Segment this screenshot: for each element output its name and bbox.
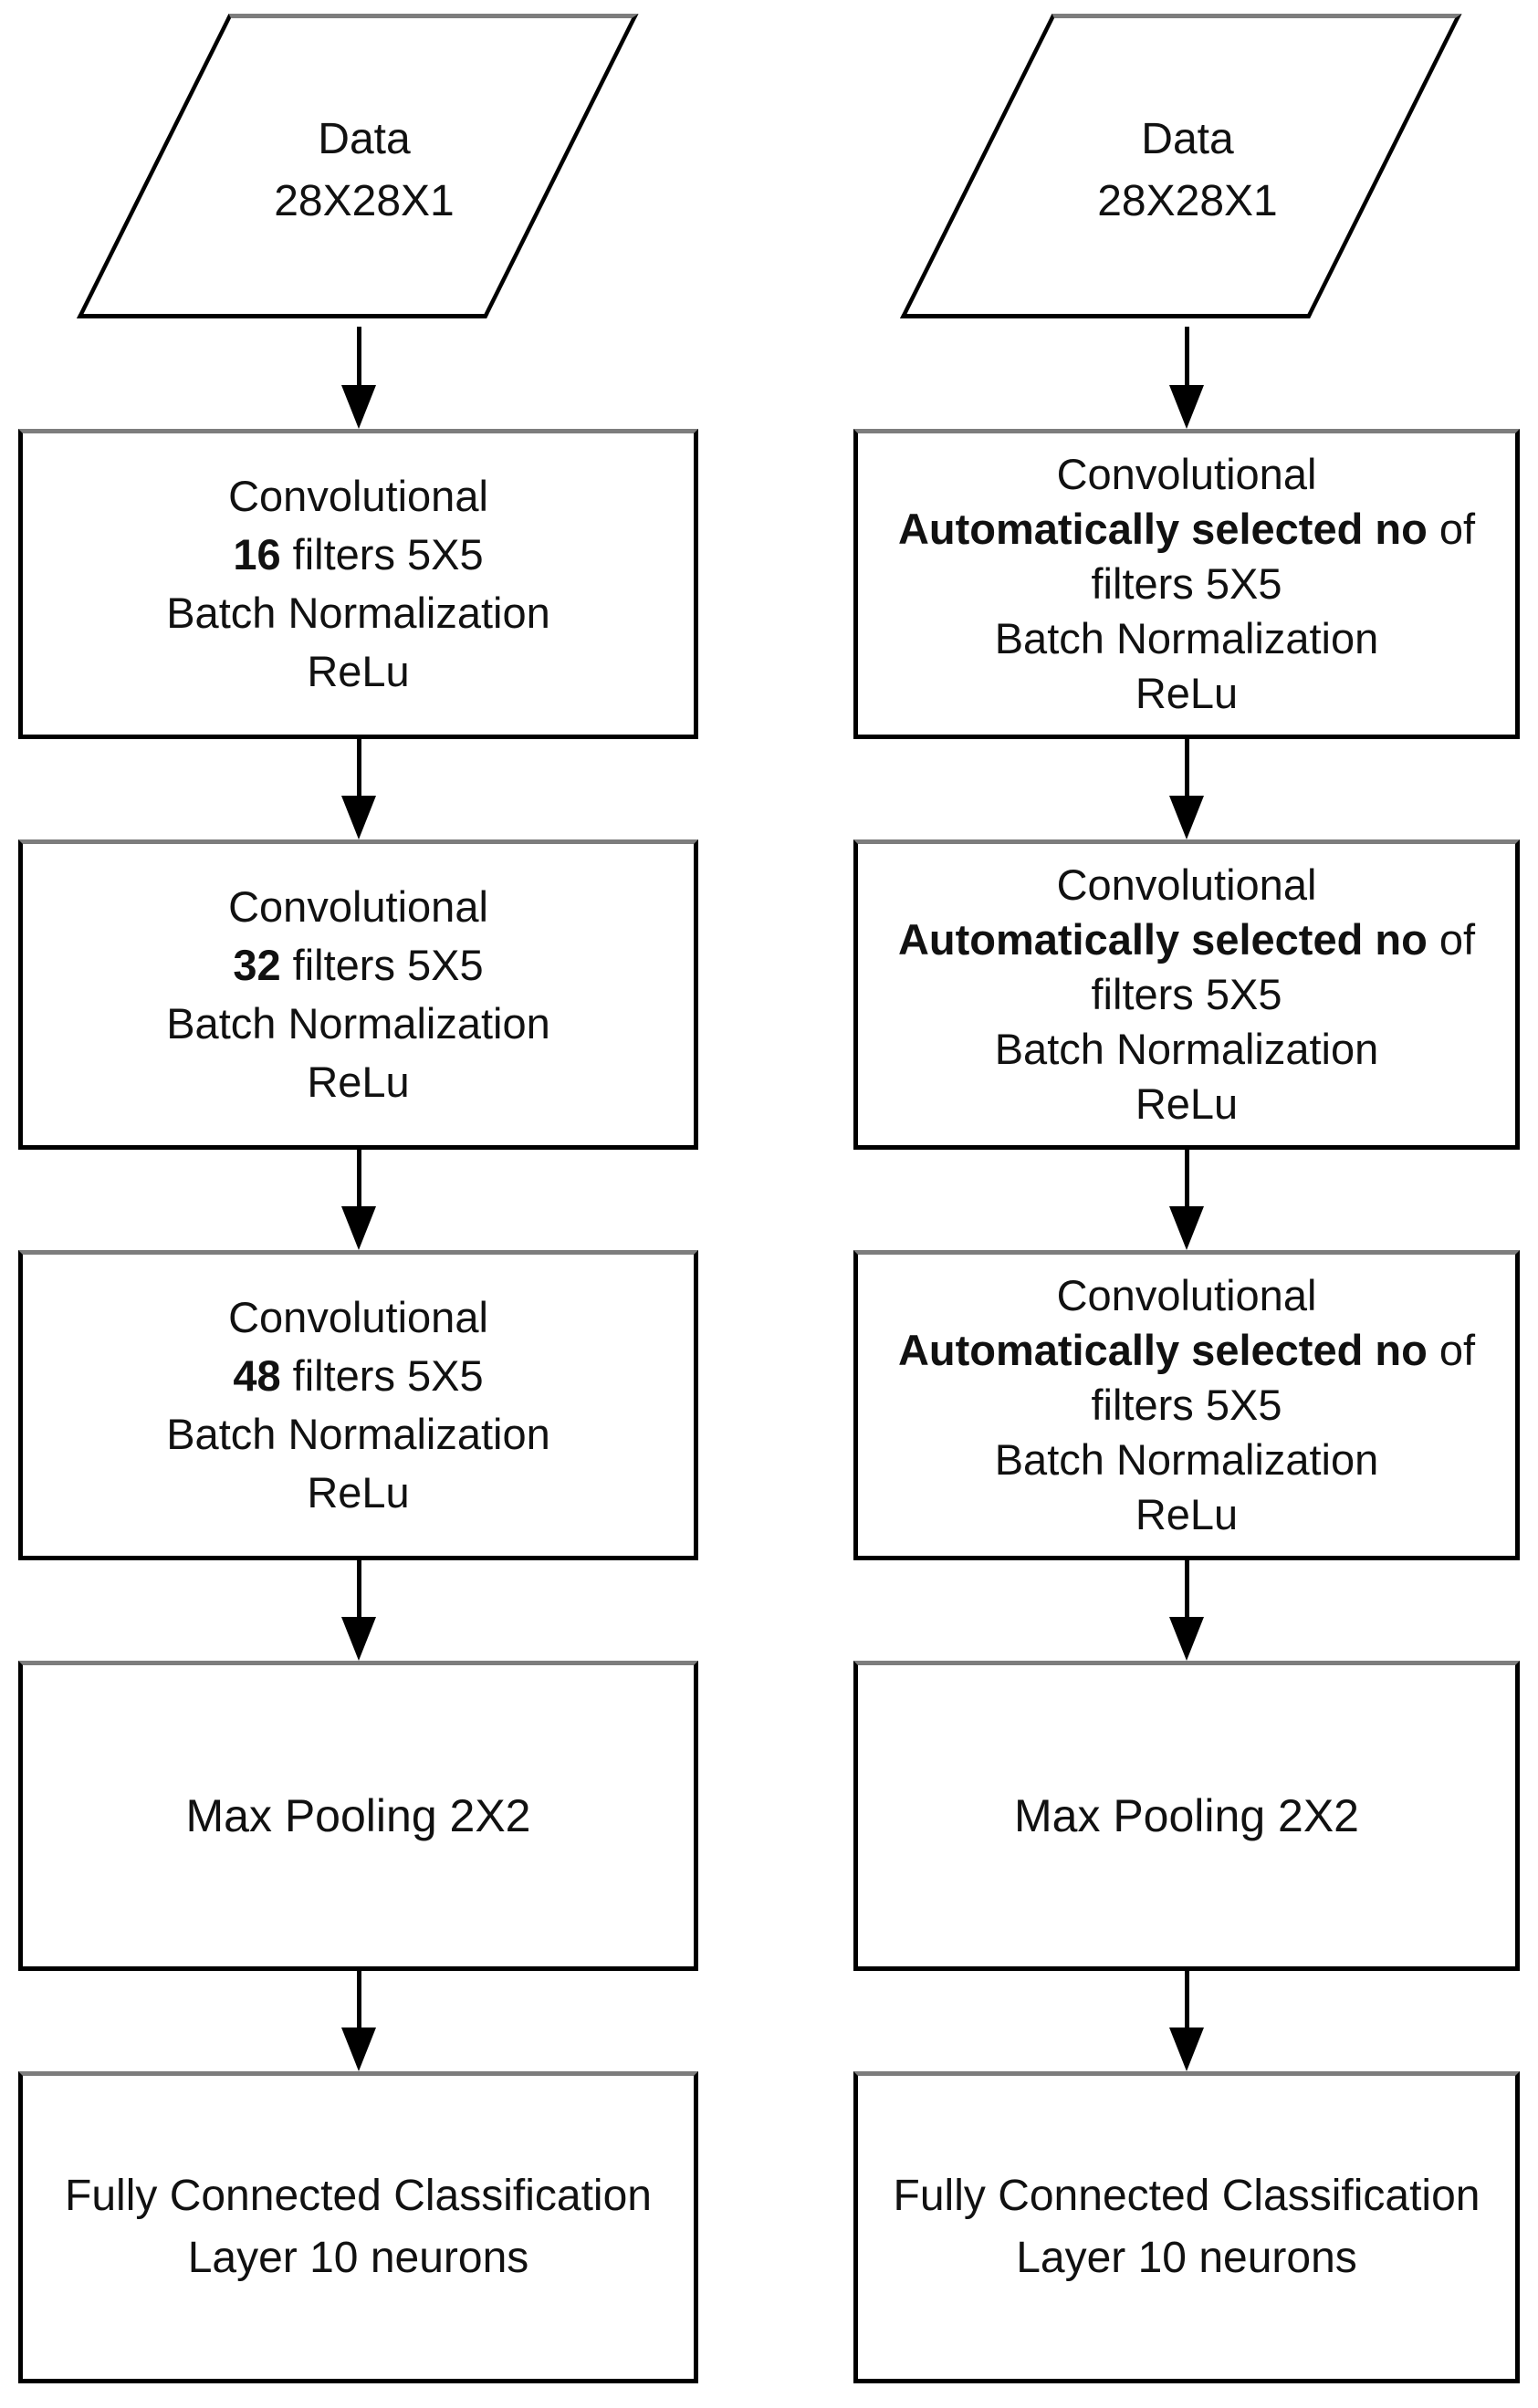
conv-title: Convolutional: [228, 882, 488, 931]
conv-activation: ReLu: [307, 1468, 410, 1517]
arrow-head-icon: [341, 2028, 376, 2071]
conv-filters: 32 filters 5X5: [233, 941, 484, 989]
conv-block-2-left: Convolutional 32 filters 5X5 Batch Norma…: [18, 839, 698, 1150]
fc-line2: Layer 10 neurons: [1016, 2234, 1357, 2282]
pool-label: Max Pooling 2X2: [185, 1790, 531, 1841]
conv-title: Convolutional: [228, 1293, 488, 1341]
filter-count: 48: [233, 1351, 281, 1400]
fc-line2: Layer 10 neurons: [187, 2234, 529, 2282]
arrow-head-icon: [341, 1206, 376, 1250]
arrow-stem: [1184, 739, 1189, 797]
conv-block-3-left: Convolutional 48 filters 5X5 Batch Norma…: [18, 1250, 698, 1560]
conv-activation: ReLu: [1135, 1079, 1239, 1128]
arrow-head-icon: [1169, 1206, 1204, 1250]
arrow-stem: [356, 739, 361, 797]
input-line1: Data: [318, 115, 411, 163]
arrow-head-icon: [341, 1617, 376, 1661]
flow-arrow: [1167, 1150, 1207, 1250]
flow-arrow: [1167, 1560, 1207, 1661]
flow-arrow: [339, 327, 379, 429]
flow-arrow: [1167, 327, 1207, 429]
flow-arrow: [339, 1560, 379, 1661]
input-line2: 28X28X1: [1097, 177, 1278, 225]
arrow-head-icon: [341, 385, 376, 429]
flow-arrow: [1167, 739, 1207, 839]
conv-filters: Automatically selected no of: [897, 915, 1476, 964]
pool-label: Max Pooling 2X2: [1013, 1790, 1359, 1841]
conv-block-3-right: Convolutional Automatically selected no …: [853, 1250, 1520, 1560]
conv-batchnorm: Batch Normalization: [166, 589, 550, 637]
arrow-stem: [1184, 1560, 1189, 1619]
conv-block-1-left: Convolutional 16 filters 5X5 Batch Norma…: [18, 429, 698, 739]
arrow-stem: [1184, 327, 1189, 387]
conv-title: Convolutional: [228, 472, 488, 520]
conv-activation: ReLu: [1135, 1490, 1239, 1538]
arrow-stem: [1184, 1150, 1189, 1208]
conv-activation: ReLu: [307, 1058, 410, 1106]
conv-block-1-right: Convolutional Automatically selected no …: [853, 429, 1520, 739]
arrow-head-icon: [1169, 796, 1204, 839]
input-line2: 28X28X1: [274, 177, 455, 225]
arrow-stem: [356, 1150, 361, 1208]
filter-count: 32: [233, 941, 281, 989]
arrow-head-icon: [1169, 2028, 1204, 2071]
flow-arrow: [1167, 1971, 1207, 2071]
input-label-right: Data 28X28X1: [900, 14, 1475, 328]
flow-arrow: [339, 739, 379, 839]
conv-block-2-right: Convolutional Automatically selected no …: [853, 839, 1520, 1150]
fc-line1: Fully Connected Classification: [893, 2172, 1480, 2220]
conv-filters: Automatically selected no of: [897, 1326, 1476, 1374]
arrow-stem: [356, 1971, 361, 2029]
arrow-head-icon: [1169, 1617, 1204, 1661]
input-line1: Data: [1141, 115, 1234, 163]
conv-title: Convolutional: [1056, 860, 1317, 909]
maxpool-block-right: Max Pooling 2X2: [853, 1661, 1520, 1971]
fc-block-right: Fully Connected Classification Layer 10 …: [853, 2071, 1520, 2383]
conv-batchnorm: Batch Normalization: [994, 1435, 1379, 1484]
arrow-head-icon: [1169, 385, 1204, 429]
auto-selected-text: Automatically selected no: [897, 1326, 1428, 1374]
conv-batchnorm: Batch Normalization: [994, 1025, 1379, 1073]
conv-filter-size: filters 5X5: [1091, 559, 1282, 608]
conv-activation: ReLu: [307, 647, 410, 695]
flow-arrow: [339, 1150, 379, 1250]
arrow-head-icon: [341, 796, 376, 839]
arrow-stem: [1184, 1971, 1189, 2029]
conv-filter-size: filters 5X5: [1091, 1381, 1282, 1429]
conv-title: Convolutional: [1056, 1271, 1317, 1319]
auto-selected-text: Automatically selected no: [897, 505, 1428, 553]
filter-count: 16: [233, 530, 281, 579]
input-label-left: Data 28X28X1: [77, 14, 652, 328]
conv-activation: ReLu: [1135, 669, 1239, 717]
fc-line1: Fully Connected Classification: [65, 2172, 652, 2220]
arrow-stem: [356, 327, 361, 387]
conv-filters: 48 filters 5X5: [233, 1351, 484, 1400]
conv-title: Convolutional: [1056, 450, 1317, 498]
conv-batchnorm: Batch Normalization: [166, 999, 550, 1048]
conv-batchnorm: Batch Normalization: [994, 614, 1379, 662]
arrow-stem: [356, 1560, 361, 1619]
fc-block-left: Fully Connected Classification Layer 10 …: [18, 2071, 698, 2383]
flow-arrow: [339, 1971, 379, 2071]
auto-selected-text: Automatically selected no: [897, 915, 1428, 964]
conv-filters: Automatically selected no of: [897, 505, 1476, 553]
conv-batchnorm: Batch Normalization: [166, 1410, 550, 1458]
conv-filter-size: filters 5X5: [1091, 970, 1282, 1018]
maxpool-block-left: Max Pooling 2X2: [18, 1661, 698, 1971]
conv-filters: 16 filters 5X5: [233, 530, 484, 579]
